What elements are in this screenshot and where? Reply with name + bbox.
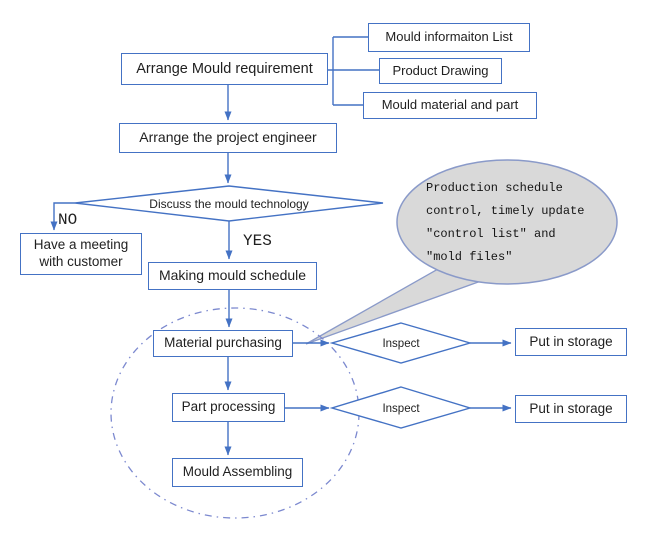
node-part-processing: Part processing <box>172 393 285 422</box>
node-mould-material-and-part: Mould material and part <box>363 92 537 119</box>
bubble-line-1: Production schedule <box>426 181 563 195</box>
node-put-in-storage-1: Put in storage <box>515 328 627 356</box>
flow-arrows <box>50 85 512 456</box>
have-meeting-line-1: Have a meeting <box>33 237 129 253</box>
inspect-1-label: Inspect <box>382 338 420 350</box>
node-arrange-project-engineer: Arrange the project engineer <box>119 123 337 153</box>
inspect-diamond-1 <box>329 322 473 364</box>
node-mould-information-list: Mould informaiton List <box>368 23 530 52</box>
yes-branch-label: YES <box>243 232 272 250</box>
node-product-drawing: Product Drawing <box>379 58 502 84</box>
no-branch-label: NO <box>58 211 78 229</box>
bubble-line-4: ″mold files″ <box>426 250 513 264</box>
node-put-in-storage-2: Put in storage <box>515 395 627 423</box>
node-material-purchasing: Material purchasing <box>153 330 293 357</box>
discuss-decision-diamond <box>74 185 384 222</box>
node-arrange-mould-requirement: Arrange Mould requirement <box>121 53 328 85</box>
arrow-no-branch <box>50 202 75 231</box>
node-making-mould-schedule: Making mould schedule <box>148 262 317 290</box>
inspect-2-label: Inspect <box>382 403 420 415</box>
bubble-line-2: control, timely update <box>426 204 585 218</box>
discuss-diamond-label: Discuss the mould technology <box>149 197 309 211</box>
have-meeting-line-2: with customer <box>39 254 123 269</box>
inspect-diamond-2 <box>329 386 473 429</box>
bracket-connector <box>328 36 379 106</box>
speech-bubble-ellipse <box>396 159 618 285</box>
speech-bubble-text: Production schedule control, timely upda… <box>426 177 584 269</box>
node-have-meeting-with-customer: Have a meeting with customer <box>20 233 142 275</box>
node-mould-assembling: Mould Assembling <box>172 458 303 487</box>
bubble-line-3: ″control list″ and <box>426 227 556 241</box>
